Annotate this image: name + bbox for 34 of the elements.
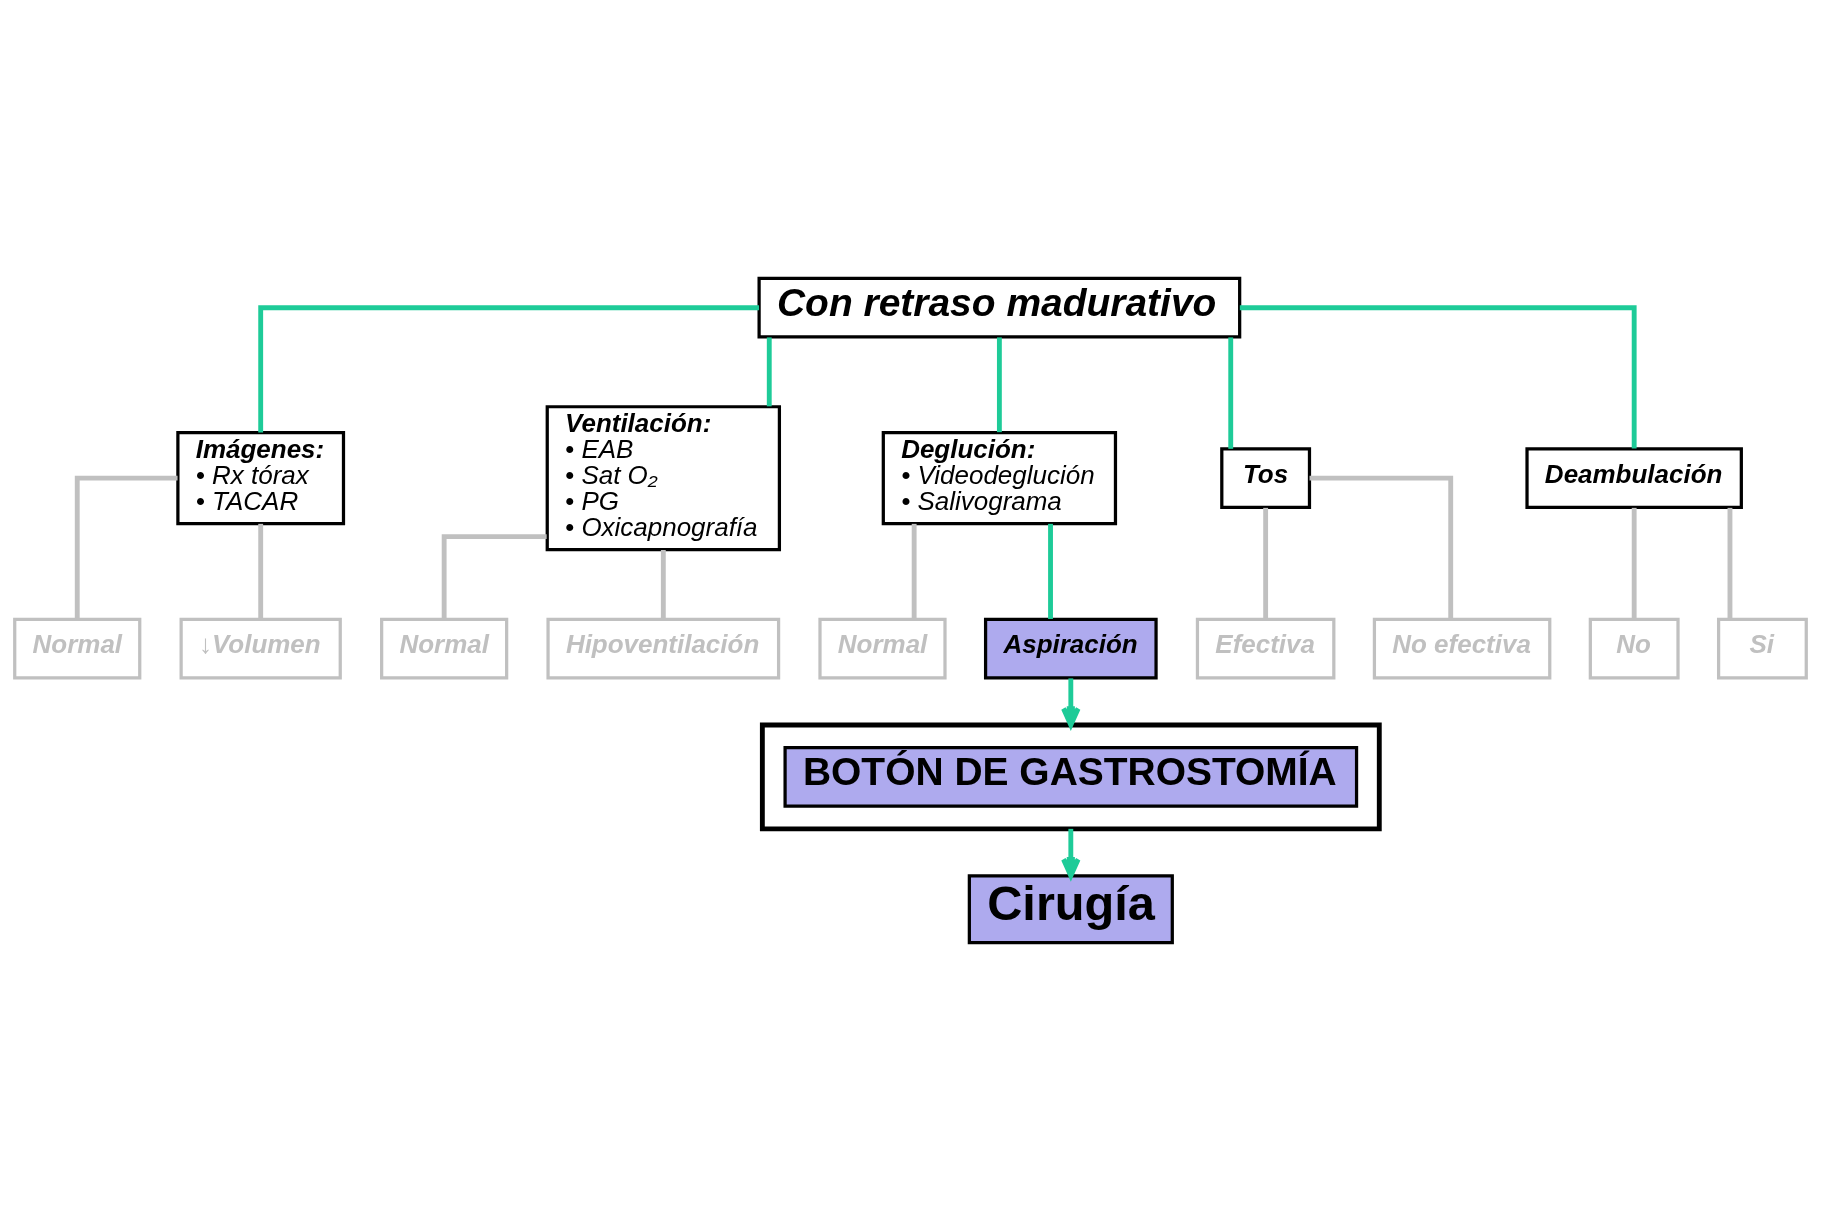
connector [1631,507,1637,619]
node-box: Deambulación [1525,446,1743,509]
node-box: BOTÓN DE GASTROSTOMÍA [783,745,1359,808]
node-box: Si [1716,617,1808,679]
node-box: Normal [818,617,947,679]
cluster [759,722,1382,831]
connector [996,336,1002,432]
node-box: ↓Volumen [179,617,342,679]
connector [258,304,760,432]
node-box: Tos [1220,446,1312,509]
connector [258,523,264,619]
connector [1239,304,1637,448]
connector [1048,523,1053,619]
node-box: Ventilación: • EAB • Sat O₂ • PG • Oxicapnografía [545,404,782,551]
node-box: No [1588,617,1680,679]
connector [1263,507,1269,619]
node-box: Con retraso madurativo [757,276,1242,339]
node-box: Normal [13,617,142,679]
connector [911,523,917,619]
node-box: Normal [380,617,509,679]
node-box: Hipoventilación [546,617,781,679]
node-box: Deglución: • Videodeglución • Salivograma [881,430,1118,525]
node-box: Aspiración [983,617,1158,679]
connector [74,475,178,619]
node-box: No efectiva [1372,617,1552,679]
node-box: Cirugía [967,873,1174,944]
node-box: Imágenes: • Rx tórax • TACAR [176,430,346,525]
node-box: Efectiva [1195,617,1336,679]
connector [1309,475,1454,619]
connector [441,533,547,619]
connector [1727,507,1733,619]
connector [1228,336,1234,449]
connector [660,549,666,619]
connector [766,336,772,406]
